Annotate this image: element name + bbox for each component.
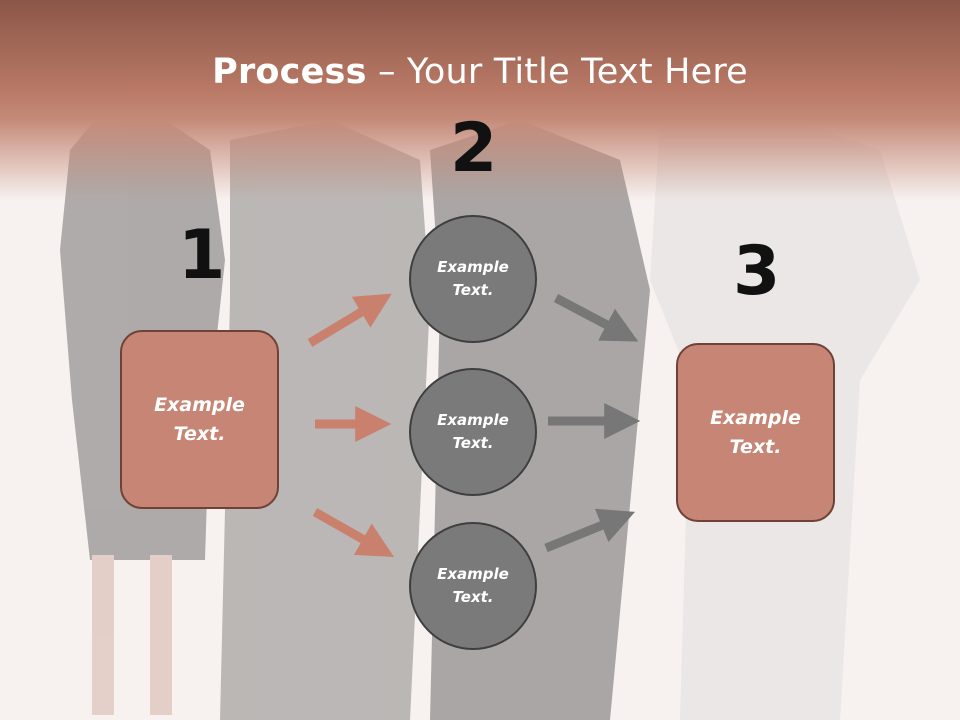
- circle-top-text: Example Text.: [437, 258, 509, 299]
- arrow-gray-down-right-icon: [553, 294, 639, 342]
- arrow-down-right-icon: [312, 508, 395, 558]
- step-number-1: 1: [178, 216, 226, 295]
- circle-bottom-text: Example Text.: [437, 565, 509, 606]
- slide-title: Process – Your Title Text Here: [0, 52, 960, 92]
- step-number-3: 3: [733, 232, 781, 311]
- title-band: [0, 0, 960, 200]
- circle-middle-text: Example Text.: [437, 411, 509, 452]
- step-number-2: 2: [450, 109, 498, 188]
- arrow-gray-up-right-icon: [544, 508, 636, 553]
- right-box-text: Example Text.: [710, 406, 801, 458]
- title-bold: Process: [212, 52, 367, 92]
- title-rest: – Your Title Text Here: [366, 52, 748, 92]
- left-text-box[interactable]: Example Text.: [120, 330, 279, 509]
- circle-bottom[interactable]: Example Text.: [409, 522, 537, 650]
- arrow-up-right-icon: [307, 293, 392, 347]
- circle-middle[interactable]: Example Text.: [409, 368, 537, 496]
- right-text-box[interactable]: Example Text.: [676, 343, 835, 522]
- left-box-text: Example Text.: [154, 393, 245, 445]
- circle-top[interactable]: Example Text.: [409, 215, 537, 343]
